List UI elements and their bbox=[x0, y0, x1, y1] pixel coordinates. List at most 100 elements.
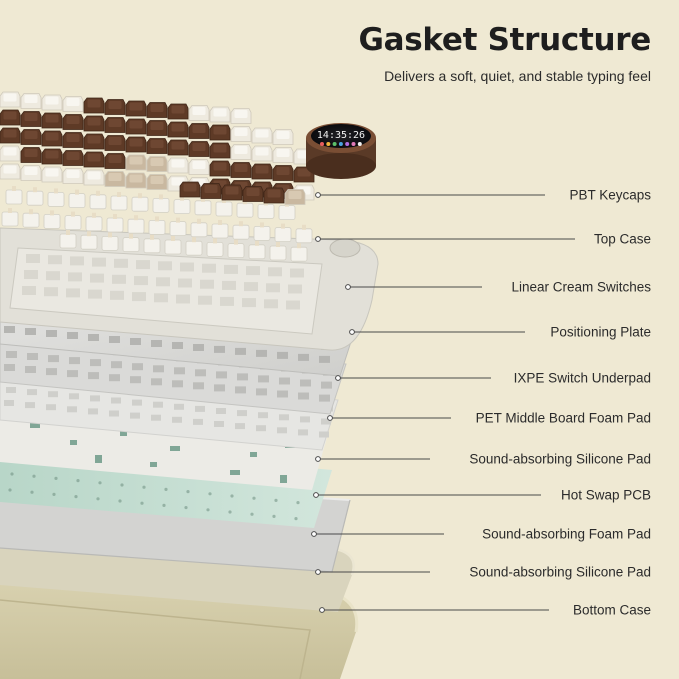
switch bbox=[127, 218, 145, 234]
foam-pad-cutout bbox=[319, 431, 329, 438]
silicone-mark bbox=[150, 462, 157, 467]
pcb-socket bbox=[184, 506, 188, 510]
pcb-socket bbox=[120, 483, 124, 487]
switch-stem bbox=[66, 230, 70, 235]
top-case-cell bbox=[198, 295, 212, 305]
plate-switch-cutout bbox=[214, 345, 225, 353]
pcb-socket bbox=[250, 512, 254, 516]
pcb-socket bbox=[96, 497, 100, 501]
switch bbox=[169, 221, 187, 237]
switch-stem bbox=[54, 188, 58, 194]
leader-dot-4 bbox=[349, 329, 355, 335]
switch bbox=[215, 201, 233, 217]
foam-pad-cutout bbox=[258, 412, 268, 419]
underpad-cutout bbox=[69, 357, 80, 365]
leader-dot-9 bbox=[311, 531, 317, 537]
layer-label-7: Sound-absorbing Silicone Pad bbox=[469, 451, 651, 467]
foam-pad-cutout bbox=[195, 405, 205, 412]
keycap-top bbox=[213, 108, 227, 117]
switch bbox=[26, 190, 44, 206]
top-case-cell bbox=[178, 278, 192, 288]
switch-stem bbox=[218, 220, 222, 225]
underpad-cutout bbox=[214, 384, 225, 392]
underpad-cutout bbox=[151, 378, 162, 386]
pcb-socket bbox=[54, 476, 58, 480]
pcb-socket bbox=[76, 479, 80, 483]
underpad-cutout bbox=[67, 370, 78, 378]
switch-stem bbox=[33, 187, 37, 193]
pcb-socket bbox=[32, 474, 36, 478]
switch bbox=[64, 215, 82, 231]
top-case-cell bbox=[110, 290, 124, 300]
switch-stem bbox=[201, 196, 205, 202]
switch bbox=[106, 217, 124, 233]
underpad-cutout bbox=[195, 369, 206, 377]
keycap-top bbox=[129, 102, 143, 111]
switch-stem bbox=[276, 242, 280, 247]
leader-dot-10 bbox=[315, 569, 321, 575]
switch bbox=[269, 245, 287, 261]
keycap-top bbox=[66, 98, 80, 106]
leader-dot-7 bbox=[315, 456, 321, 462]
layer-label-11: Bottom Case bbox=[572, 602, 651, 618]
switch-stem bbox=[8, 208, 12, 213]
switch bbox=[152, 197, 170, 213]
foam-pad-cutout bbox=[25, 402, 35, 409]
pbt-keycaps-layer bbox=[0, 91, 315, 205]
keycap-top bbox=[66, 170, 80, 178]
switch bbox=[143, 238, 161, 254]
switch bbox=[257, 203, 275, 219]
callout-lines bbox=[311, 192, 575, 613]
keycap-top bbox=[108, 119, 122, 127]
switch-stem bbox=[71, 211, 75, 217]
pcb-socket bbox=[208, 492, 212, 496]
keycap-top bbox=[24, 113, 38, 121]
keycap-top bbox=[87, 153, 101, 162]
underpad-cutout bbox=[153, 365, 164, 373]
foam-pad-cutout bbox=[298, 429, 308, 436]
top-case-cell bbox=[246, 266, 260, 276]
plate-switch-cutout bbox=[4, 326, 15, 333]
keycap-top bbox=[24, 167, 38, 175]
keycap-top bbox=[45, 150, 59, 159]
top-case-cell bbox=[44, 287, 58, 297]
pcb-socket bbox=[296, 501, 300, 505]
keycap-top bbox=[297, 168, 311, 177]
plate-switch-cutout bbox=[109, 336, 120, 343]
switch-stem bbox=[260, 222, 264, 228]
pcb-socket bbox=[30, 490, 34, 494]
underpad-cutout bbox=[235, 386, 246, 394]
layer-label-10: Sound-absorbing Silicone Pad bbox=[469, 564, 651, 580]
switch-stem bbox=[222, 198, 226, 203]
top-case-cell bbox=[222, 280, 236, 290]
top-case-cell bbox=[264, 299, 278, 309]
foam-pad-cutout bbox=[256, 425, 266, 432]
foam-pad-cutout bbox=[109, 410, 119, 417]
keycap-top bbox=[87, 171, 101, 180]
layer-label-5: IXPE Switch Underpad bbox=[513, 370, 651, 386]
foam-pad-cutout bbox=[300, 416, 310, 423]
silicone-mark bbox=[95, 455, 102, 463]
keycap-top bbox=[255, 165, 269, 174]
pcb-socket bbox=[52, 492, 56, 496]
switch bbox=[131, 196, 149, 212]
plate-switch-cutout bbox=[193, 344, 204, 351]
keycap-top bbox=[246, 188, 260, 196]
switch-stem bbox=[50, 210, 54, 216]
layer-label-4: Positioning Plate bbox=[550, 324, 651, 340]
keycap-top bbox=[192, 161, 206, 169]
leader-dot-3 bbox=[345, 284, 351, 290]
underpad-cutout bbox=[258, 375, 269, 383]
keycap-top bbox=[171, 159, 185, 168]
switch bbox=[227, 243, 245, 259]
switch bbox=[5, 189, 23, 205]
top-case-cell bbox=[46, 271, 60, 281]
display-icon bbox=[338, 142, 343, 146]
leader-dot-5 bbox=[335, 375, 341, 381]
keycap-top bbox=[183, 183, 197, 192]
top-case-cell bbox=[24, 270, 38, 279]
keycap-top bbox=[129, 138, 143, 147]
foam-pad-cutout bbox=[153, 401, 163, 408]
leader-dot-8 bbox=[313, 492, 319, 498]
switch bbox=[80, 234, 98, 250]
